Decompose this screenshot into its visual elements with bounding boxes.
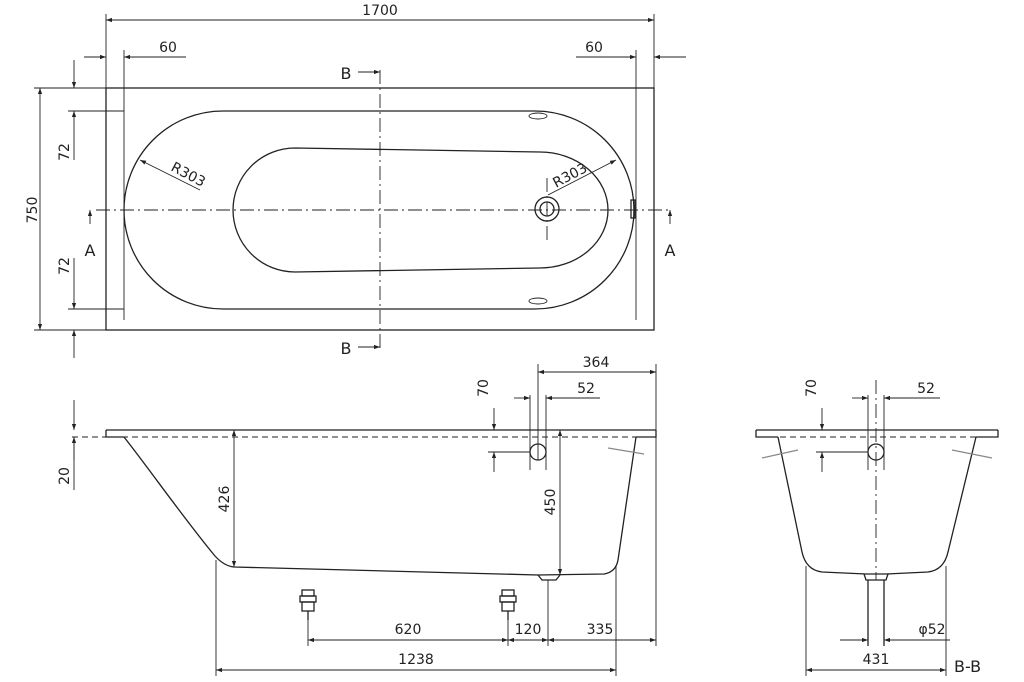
dim-overflow-height-side: 70 — [476, 379, 492, 397]
side-body — [123, 436, 637, 576]
radius-right: R303 — [550, 160, 590, 191]
side-view: 52 364 70 20 426 450 — [57, 355, 657, 676]
overflow-side — [630, 199, 636, 219]
dim-drain-diameter: φ52 — [918, 622, 945, 638]
dim-overflow-diameter-side: 52 — [577, 381, 595, 397]
section-b-bottom: B — [341, 339, 352, 358]
dim-feet-offset: 120 — [515, 622, 542, 638]
dim-rim-left: 60 — [159, 40, 177, 56]
dim-base-length: 1238 — [398, 652, 434, 668]
dim-foot-to-end: 335 — [587, 622, 614, 638]
dim-width: 750 — [25, 197, 41, 224]
section-b-top: B — [341, 64, 352, 83]
dim-length: 1700 — [362, 3, 398, 19]
section-view: 52 70 φ52 431 B-B — [755, 379, 999, 676]
section-title: B-B — [954, 657, 981, 676]
foot-right — [499, 589, 517, 620]
dim-base-width: 431 — [863, 652, 890, 668]
dim-rim-bottom: 72 — [57, 257, 73, 275]
plan-basin-floor — [232, 147, 609, 273]
dim-rim-thickness: 20 — [57, 467, 73, 485]
dim-overflow-height-section: 70 — [804, 379, 820, 397]
dim-drain-offset: 364 — [583, 355, 610, 371]
dim-feet-spacing: 620 — [395, 622, 422, 638]
section-a-left: A — [85, 241, 96, 260]
section-body — [777, 436, 977, 575]
grip-bottom — [528, 297, 548, 305]
dim-rim-top: 72 — [57, 143, 73, 161]
dim-rim-right: 60 — [585, 40, 603, 56]
grip-top — [528, 112, 548, 120]
radius-left: R303 — [168, 159, 208, 190]
dim-depth-right: 450 — [543, 489, 559, 516]
dim-depth-left: 426 — [217, 486, 233, 513]
foot-left — [299, 589, 317, 620]
dim-overflow-diameter-section: 52 — [917, 381, 935, 397]
plan-view: 1700 60 60 750 72 72 R303 R303 A — [25, 3, 686, 358]
section-a-right: A — [665, 241, 676, 260]
